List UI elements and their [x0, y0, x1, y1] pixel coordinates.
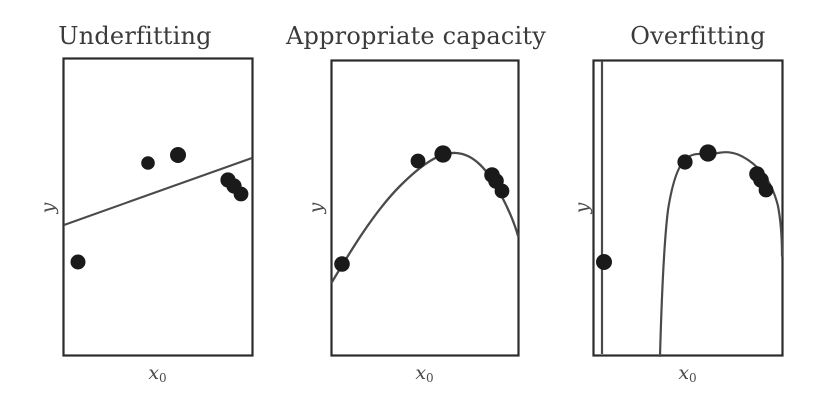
- data-point: [141, 156, 155, 170]
- panel-title-underfitting: Underfitting: [58, 22, 212, 50]
- plot-overfitting: [592, 59, 784, 358]
- axis-label-y-overfitting: y: [571, 202, 593, 214]
- data-points: [596, 144, 774, 270]
- data-points: [334, 145, 510, 272]
- data-points: [70, 147, 249, 270]
- data-point: [334, 256, 350, 272]
- data-point: [170, 147, 186, 163]
- axis-label-y-underfitting: y: [37, 202, 59, 214]
- plot-frame: [592, 59, 784, 357]
- data-point: [233, 186, 249, 202]
- fit-curve-quadratic: [330, 151, 520, 284]
- fit-line-linear: [63, 157, 253, 226]
- panel-title-overfitting: Overfitting: [630, 22, 766, 50]
- data-point: [677, 154, 693, 170]
- data-point: [434, 145, 452, 163]
- plot-frame: [330, 59, 520, 357]
- plot-frame: [62, 57, 254, 357]
- data-point: [70, 254, 86, 270]
- plot-underfitting: [62, 57, 254, 357]
- axis-label-x-overfitting: x0: [678, 362, 697, 385]
- panel-underfitting: Underfitting y x0: [0, 0, 270, 402]
- data-point: [410, 153, 426, 169]
- axis-label-x-underfitting: x0: [148, 362, 167, 385]
- panel-title-appropriate-capacity: Appropriate capacity: [285, 22, 547, 50]
- plot-appropriate-capacity: [330, 59, 520, 357]
- axis-label-x-appropriate-capacity: x0: [415, 362, 434, 385]
- data-point: [494, 183, 510, 199]
- panel-overfitting: Overfitting y x0: [562, 0, 834, 402]
- data-point: [758, 182, 774, 198]
- data-point: [699, 144, 717, 162]
- data-point: [596, 254, 612, 270]
- axis-label-y-appropriate-capacity: y: [305, 202, 327, 214]
- panel-appropriate-capacity: Appropriate capacity y x0: [270, 0, 562, 402]
